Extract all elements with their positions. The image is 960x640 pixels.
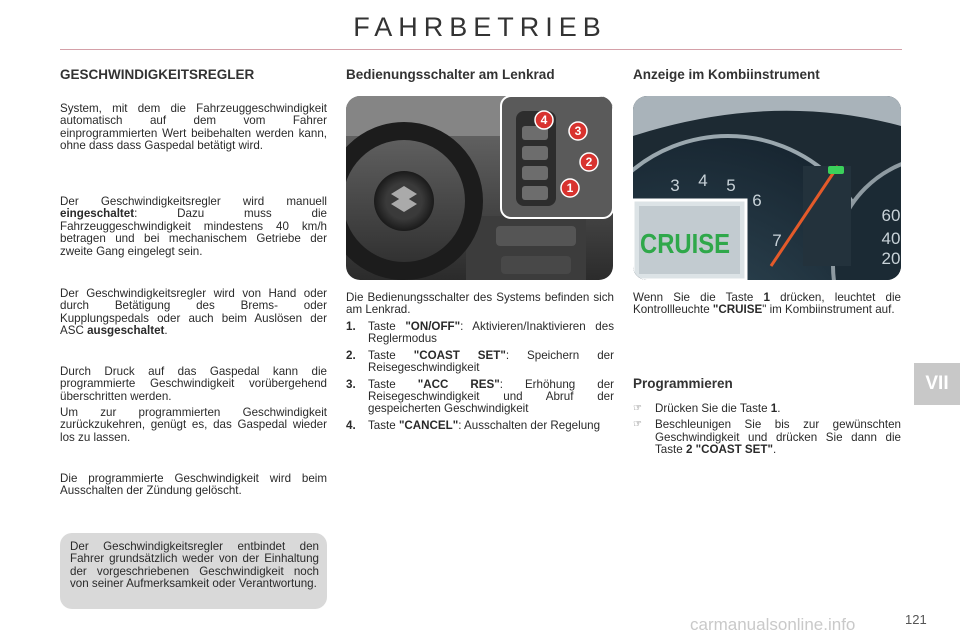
section-heading-programming: Programmieren: [633, 376, 733, 391]
cruise-indicator-label: CRUISE: [640, 228, 730, 259]
controls-list: 1.Taste "ON/OFF": Aktivieren/Inaktiviere…: [346, 320, 614, 436]
gauge-number: 20: [882, 249, 901, 268]
page-number: 121: [905, 612, 927, 627]
section-heading-steering-controls: Bedienungsschalter am Lenkrad: [346, 67, 555, 82]
list-item: ☞Beschleunigen Sie bis zur gewünschten G…: [633, 418, 901, 457]
watermark: carmanualsonline.info: [690, 615, 856, 634]
controls-intro: Die Bedienungsschalter des Systems befin…: [346, 291, 614, 317]
gauge-number: 3: [670, 176, 679, 195]
warning-note-text: Der Geschwindigkeitsregler entbindet den…: [70, 540, 319, 591]
gauge-number: 4: [698, 171, 707, 190]
section-heading-cruise-control: GESCHWINDIGKEITSREGLER: [60, 67, 255, 82]
gauge-number: 6: [752, 191, 761, 210]
steering-wheel-image: 4 3 2 1: [346, 96, 613, 280]
paragraph-intro: System, mit dem die Fahrzeuggeschwindigk…: [60, 102, 327, 153]
instrument-cluster-illustration: 3 4 5 6 7 60 40 20 CRUISE: [633, 96, 901, 280]
callout-4: 4: [541, 113, 548, 127]
paragraph-override: Durch Druck auf das Gaspedal kann die pr…: [60, 365, 327, 403]
chapter-tab: VII: [914, 363, 960, 405]
title-divider: [60, 49, 902, 50]
list-item: ☞Drücken Sie die Taste 1.: [633, 402, 781, 415]
callout-3: 3: [575, 124, 582, 138]
section-heading-instrument-display: Anzeige im Kombiinstrument: [633, 67, 820, 82]
warning-note: Der Geschwindigkeitsregler entbindet den…: [60, 533, 327, 609]
steering-wheel-illustration: 4 3 2 1: [346, 96, 613, 280]
paragraph-erased: Die programmierte Geschwindigkeit wird b…: [60, 472, 327, 498]
paragraph-deactivation: Der Geschwindigkeitsregler wird von Hand…: [60, 287, 327, 338]
instrument-cluster-image: 3 4 5 6 7 60 40 20 CRUISE: [633, 96, 901, 280]
gauge-number: 60: [882, 206, 901, 225]
step-marker-icon: ☞: [633, 403, 642, 414]
list-item: 4.Taste "CANCEL": Ausschalten der Regelu…: [346, 418, 601, 432]
step-marker-icon: ☞: [633, 419, 642, 431]
programming-steps: ☞Drücken Sie die Taste 1. ☞Beschleunigen…: [633, 402, 901, 461]
gauge-number: 40: [882, 229, 901, 248]
callout-2: 2: [586, 155, 593, 169]
list-item: 1.Taste "ON/OFF": Aktivieren/Inaktiviere…: [346, 320, 614, 346]
paragraph-return: Um zur programmierten Geschwindigkeit zu…: [60, 406, 327, 444]
gauge-number: 7: [772, 231, 781, 250]
list-item: 3.Taste "ACC RES": Erhöhung der Reiseges…: [346, 377, 614, 416]
page-title: FAHRBETRIEB: [353, 12, 607, 42]
gauge-number: 5: [726, 176, 735, 195]
list-item: 2.Taste "COAST SET": Speichern der Reise…: [346, 348, 614, 375]
display-description: Wenn Sie die Taste 1 drücken, leuchtet d…: [633, 291, 901, 317]
paragraph-activation: Der Geschwindigkeitsregler wird manuell …: [60, 195, 327, 258]
callout-1: 1: [567, 181, 574, 195]
